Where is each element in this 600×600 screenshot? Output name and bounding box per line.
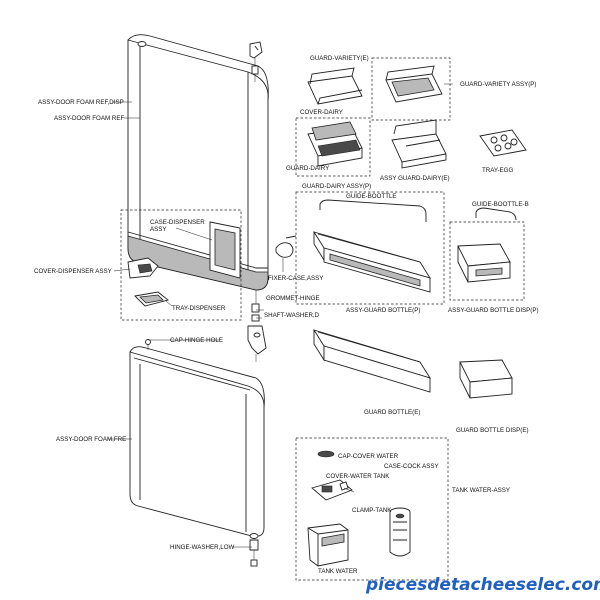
center-hinge-parts [145, 290, 267, 362]
label-case-dispenser-assy-1: CASE-DISPENSER [150, 219, 205, 226]
upper-hinge-parts [249, 41, 263, 82]
label-fixer-case-assy: FIXER-CASE,ASSY [268, 275, 323, 282]
variety-group-box [371, 57, 451, 121]
label-case-dispenser-assy-2: ASSY [150, 226, 167, 233]
label-guard-dairy: GUARD-DAIRY [286, 165, 329, 172]
assy-guard-bottle-p [313, 231, 431, 293]
water-tank-group-box [295, 437, 449, 581]
label-clamp-tank: CLAMP-TANK [352, 507, 392, 514]
label-assy-door-foam-fre: ASSY-DOOR FOAM,FRE [56, 436, 126, 443]
guard-bottle-disp-group-box [449, 221, 525, 301]
label-assy-guard-bottle-p: ASSY-GUARD BOTTLE(P) [346, 307, 420, 314]
lower-door-drawing [129, 346, 265, 537]
callout-labels: ASSY-DOOR FOAM REF,DISP ASSY-DOOR FOAM R… [34, 55, 539, 575]
label-guard-dairy-assy-p: GUARD-DAIRY ASSY(P) [302, 183, 371, 190]
guard-dairy-assy [307, 121, 363, 167]
fixer-case-part [275, 235, 297, 272]
label-assy-guard-dairy-e: ASSY GUARD-DAIRY(E) [380, 175, 450, 182]
guard-variety-e [307, 67, 363, 105]
lower-hinge-parts [249, 533, 259, 567]
label-guide-bottle-b: GUIDE-BOOTTLE-B [472, 201, 529, 208]
assy-guard-bottle-disp-p [457, 243, 511, 283]
label-tray-dispenser: TRAY-DISPENSER [172, 305, 226, 312]
label-guard-variety-assy-p: GUARD-VARIETY ASSY(P) [460, 81, 536, 88]
label-tank-water-assy: TANK WATER-ASSY [452, 487, 510, 494]
guide-bottle-rail [319, 199, 427, 222]
label-assy-guard-bottle-disp-p: ASSY-GUARD BOTTLE DISP(P) [448, 307, 539, 314]
label-guide-bottle: GUIDE-BOOTTLE [346, 193, 397, 200]
dispenser-parts [113, 227, 213, 307]
guard-variety-assy-p [385, 65, 443, 103]
assy-guard-dairy-e [391, 119, 447, 169]
leader-lines [108, 83, 453, 548]
label-hinge-washer-low: HINGE-WASHER,LOW [170, 544, 235, 551]
label-cap-cover-water: CAP-COVER WATER [338, 453, 399, 460]
tray-egg [479, 129, 527, 157]
label-assy-door-foam-ref-disp: ASSY-DOOR FOAM REF,DISP [38, 99, 124, 106]
label-case-cock-assy: CASE-COCK ASSY [384, 463, 439, 470]
label-tank-water: TANK WATER [318, 568, 358, 575]
watermark-text: piecesdetacheeselec.com [365, 575, 600, 595]
dispenser-group-box [120, 209, 242, 321]
dairy-group-box [295, 117, 371, 177]
label-cover-water-tank: COVER-WATER TANK [326, 473, 390, 480]
label-cover-dispenser-assy: COVER-DISPENSER ASSY [34, 268, 112, 275]
label-cover-dairy: COVER-DAIRY [300, 109, 343, 116]
guard-bottle-group-box [295, 191, 445, 305]
guard-bottle-e [312, 329, 432, 393]
label-guard-bottle-disp-e: GUARD BOTTLE DISP(E) [456, 427, 529, 434]
guide-bottle-b-rail [475, 207, 517, 221]
label-guard-variety-e: GUARD-VARIETY(E) [310, 55, 369, 62]
upper-door-drawing [127, 34, 269, 291]
label-assy-door-foam-ref: ASSY-DOOR FOAM REF [54, 115, 124, 122]
label-cap-hinge-hole: CAP-HINGE HOLE [170, 337, 223, 344]
label-guard-bottle-e: GUARD BOTTLE(E) [364, 409, 420, 416]
label-tray-egg: TRAY-EGG [482, 167, 513, 174]
water-tank-parts [307, 450, 411, 567]
guard-bottle-disp-e [459, 359, 513, 399]
label-grommet-hinge: GROMMET-HINGE [266, 295, 320, 302]
label-shaft-washer-d: SHAFT-WASHER,D [264, 312, 320, 319]
